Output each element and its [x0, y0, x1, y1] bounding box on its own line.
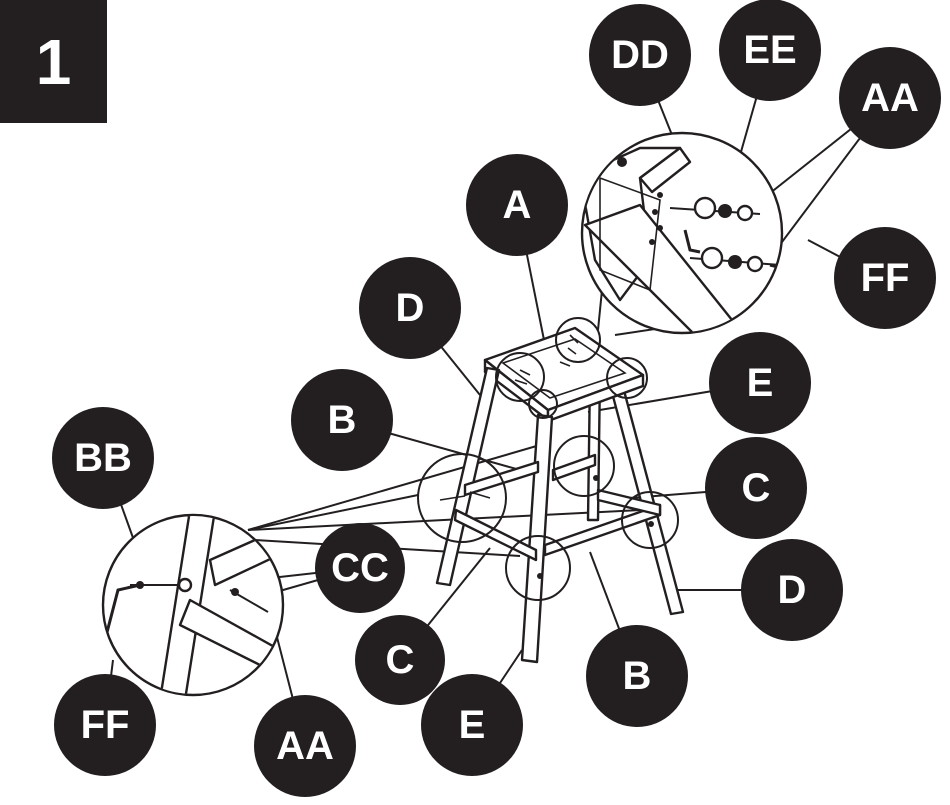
label-ee: EE	[719, 0, 821, 101]
label-d-right: D	[741, 539, 843, 641]
leg-front-left	[435, 366, 501, 587]
label-e-right: E	[709, 332, 811, 434]
svg-text:AA: AA	[276, 724, 334, 768]
label-c-right: C	[705, 437, 807, 539]
detail-zoom-top	[580, 131, 784, 335]
stretcher-upper-right	[551, 453, 597, 482]
label-c-bottom: C	[355, 615, 445, 705]
svg-text:DD: DD	[611, 33, 669, 77]
svg-text:AA: AA	[861, 76, 919, 120]
svg-text:EE: EE	[743, 28, 796, 72]
stretcher-lower-front	[453, 508, 538, 562]
label-b-bottom: B	[586, 625, 688, 727]
svg-text:E: E	[459, 703, 486, 747]
step-number: 1	[35, 25, 72, 98]
svg-text:CC: CC	[331, 546, 389, 590]
svg-text:B: B	[328, 398, 357, 442]
label-cc: CC	[315, 523, 405, 613]
svg-text:FF: FF	[81, 703, 130, 747]
label-aa-top: AA	[839, 47, 941, 149]
svg-text:E: E	[747, 361, 774, 405]
label-bb: BB	[52, 407, 154, 509]
svg-text:C: C	[386, 638, 415, 682]
svg-text:B: B	[623, 654, 652, 698]
detail-zoom-left	[101, 513, 285, 697]
svg-text:C: C	[742, 466, 771, 510]
step-number-badge: 1	[0, 0, 107, 123]
svg-text:D: D	[396, 286, 425, 330]
label-e-bottom: E	[421, 674, 523, 776]
svg-text:D: D	[778, 568, 807, 612]
label-ff-right: FF	[834, 227, 936, 329]
label-aa-bottom: AA	[254, 695, 356, 797]
svg-text:A: A	[503, 183, 532, 227]
bar-stool-frame	[417, 317, 685, 664]
svg-text:FF: FF	[861, 256, 910, 300]
label-dd: DD	[589, 4, 691, 106]
label-a: A	[466, 154, 568, 256]
label-ff-left: FF	[54, 674, 156, 776]
part-labels: A D B E C D B E	[52, 0, 941, 797]
svg-text:BB: BB	[74, 436, 132, 480]
label-d-top: D	[359, 257, 461, 359]
label-b-left: B	[291, 369, 393, 471]
